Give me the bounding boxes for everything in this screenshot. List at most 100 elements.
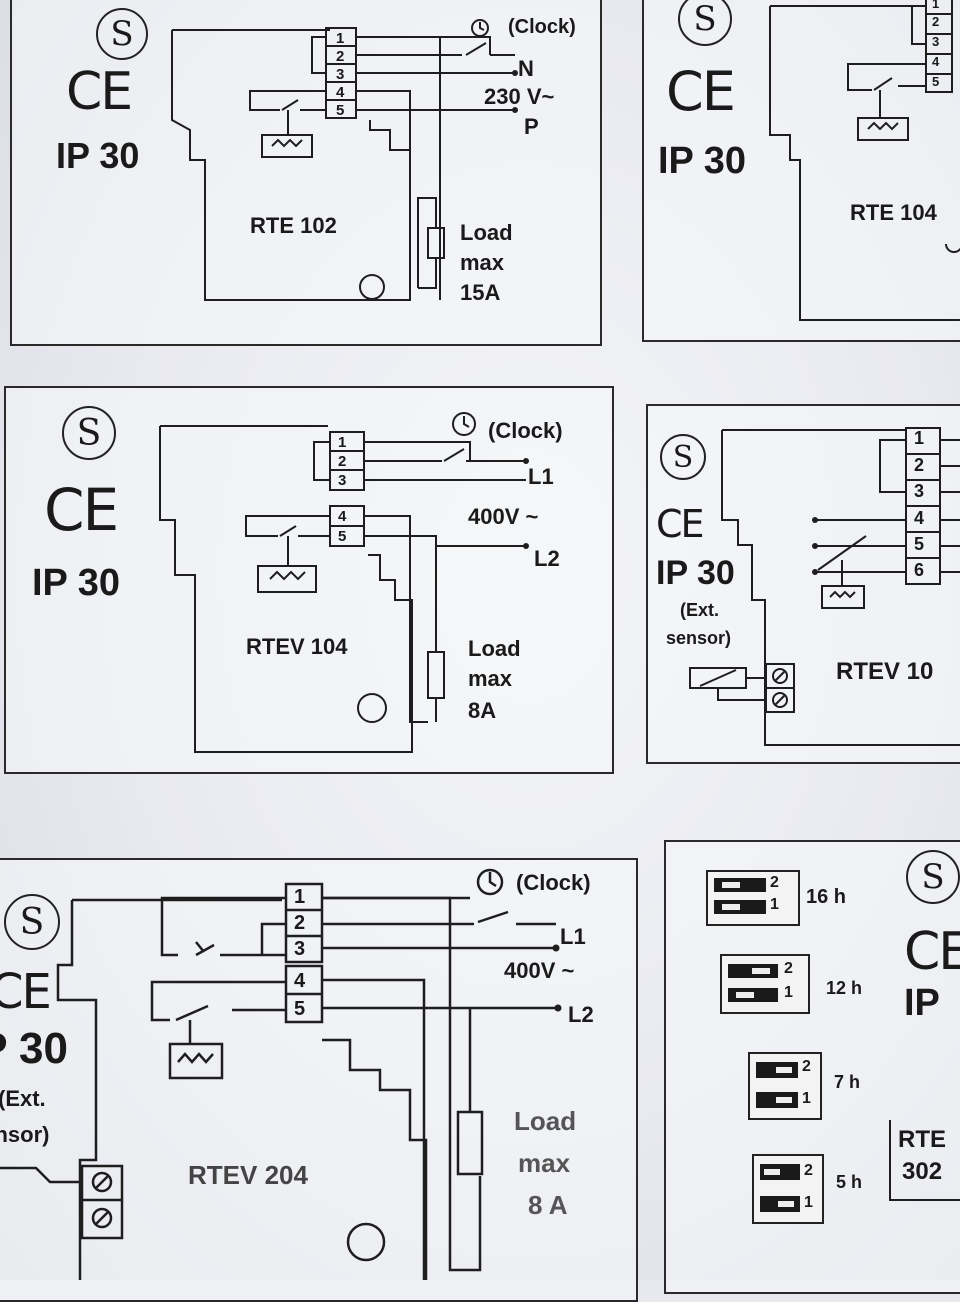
duration-label: 7 h <box>834 1072 861 1092</box>
s-logo-letter: S <box>693 0 717 39</box>
s-logo: S <box>96 8 148 60</box>
voltage-label: 230 V~ <box>484 84 555 109</box>
s-logo: S <box>62 406 116 460</box>
dip-switch-12h: 2 1 <box>720 954 810 1014</box>
model-label-line-1: RTE <box>898 1126 946 1153</box>
terminal-5: 5 <box>932 74 940 89</box>
clock-label: (Clock) <box>516 870 591 895</box>
terminal-2: 2 <box>336 48 345 65</box>
terminal-1: 1 <box>336 30 345 47</box>
s-logo-letter: S <box>672 439 694 475</box>
terminal-4: 4 <box>294 970 306 992</box>
terminal-1: 1 <box>932 0 940 11</box>
ext-label: (Ext. <box>0 1086 46 1111</box>
s-logo-letter: S <box>110 14 134 54</box>
terminal-5: 5 <box>914 534 925 554</box>
terminal-2: 2 <box>294 912 306 934</box>
dip-toggle-2 <box>760 1164 800 1180</box>
dip-switch-5h: 2 1 <box>752 1154 824 1224</box>
terminal-6: 6 <box>914 560 925 580</box>
terminal-4: 4 <box>932 54 940 69</box>
model-label: RTE 102 <box>250 213 337 238</box>
model-label: RTE 104 <box>850 200 937 225</box>
ip-rating: IP 30 <box>56 135 140 176</box>
line-1-label: L1 <box>560 924 586 949</box>
dip-position-1: 1 <box>802 1090 811 1107</box>
load-label: Load <box>514 1106 577 1136</box>
model-label: RTEV 10 <box>836 658 934 685</box>
dip-position-1: 1 <box>804 1194 813 1211</box>
clock-label: (Clock) <box>508 16 576 38</box>
load-max-label: max <box>468 666 513 691</box>
terminal-1: 1 <box>914 428 925 448</box>
ext-label: (Ext. <box>680 600 720 620</box>
terminal-4: 4 <box>338 508 347 525</box>
terminal-3: 3 <box>336 66 345 83</box>
duration-label: 5 h <box>836 1172 863 1192</box>
dip-toggle-2 <box>714 878 766 892</box>
ce-mark: CE <box>666 60 736 123</box>
dip-toggle-1 <box>760 1196 800 1212</box>
dip-toggle-2 <box>728 964 778 978</box>
model-label-line-2: 302 <box>902 1158 943 1185</box>
sensor-label: sensor) <box>0 1122 50 1147</box>
terminal-1: 1 <box>338 434 347 451</box>
s-logo-letter: S <box>76 412 102 454</box>
terminal-3: 3 <box>932 34 940 49</box>
terminal-2: 2 <box>914 455 925 475</box>
ce-mark: CE <box>44 476 119 544</box>
terminal-5: 5 <box>338 528 347 545</box>
terminal-4: 4 <box>336 84 345 101</box>
terminal-3: 3 <box>338 472 347 489</box>
load-current-label: 8 A <box>528 1190 568 1220</box>
dip-toggle-1 <box>756 1092 798 1108</box>
ip-rating: IP 30 <box>32 562 121 604</box>
terminal-2: 2 <box>932 14 940 29</box>
phase-label: P <box>524 114 539 139</box>
dip-position-2: 2 <box>770 874 779 891</box>
load-max-label: max <box>518 1148 571 1178</box>
duration-label: 12 h <box>826 978 863 998</box>
load-current-label: 8A <box>468 698 497 723</box>
neutral-label: N <box>518 56 534 81</box>
ce-mark: CE <box>656 502 705 546</box>
load-label: Load <box>460 220 513 245</box>
s-logo: S <box>906 850 960 904</box>
s-logo: S <box>678 0 732 46</box>
panel-rtev-204 <box>0 858 638 1302</box>
voltage-label: 400V ~ <box>504 958 575 983</box>
terminal-4: 4 <box>914 508 925 528</box>
terminal-1: 1 <box>294 886 306 908</box>
load-max-label: max <box>460 250 505 275</box>
s-logo: S <box>660 434 706 480</box>
load-current-label: 15A <box>460 280 501 305</box>
ip-rating: IP 30 <box>0 1024 68 1073</box>
clock-label: (Clock) <box>488 418 563 443</box>
ip-rating: IP <box>904 982 940 1024</box>
line-2-label: L2 <box>534 546 560 571</box>
ip-rating: IP 30 <box>658 140 747 182</box>
load-label: Load <box>468 636 521 661</box>
s-logo-letter: S <box>19 901 45 943</box>
dip-position-1: 1 <box>770 896 779 913</box>
dip-position-1: 1 <box>784 984 793 1001</box>
model-label: RTEV 204 <box>188 1160 308 1190</box>
s-logo: S <box>4 894 60 950</box>
dip-position-2: 2 <box>804 1162 813 1179</box>
line-1-label: L1 <box>528 464 554 489</box>
terminal-3: 3 <box>914 481 925 501</box>
panel-rte-102 <box>10 0 602 346</box>
model-label: RTEV 104 <box>246 634 348 659</box>
dip-toggle-2 <box>756 1062 798 1078</box>
dip-toggle-1 <box>728 988 778 1002</box>
dip-position-2: 2 <box>784 960 793 977</box>
line-2-label: L2 <box>568 1002 594 1027</box>
ce-mark: CE <box>0 964 52 1020</box>
dip-switch-7h: 2 1 <box>748 1052 822 1120</box>
terminal-5: 5 <box>336 102 345 119</box>
dip-position-2: 2 <box>802 1058 811 1075</box>
